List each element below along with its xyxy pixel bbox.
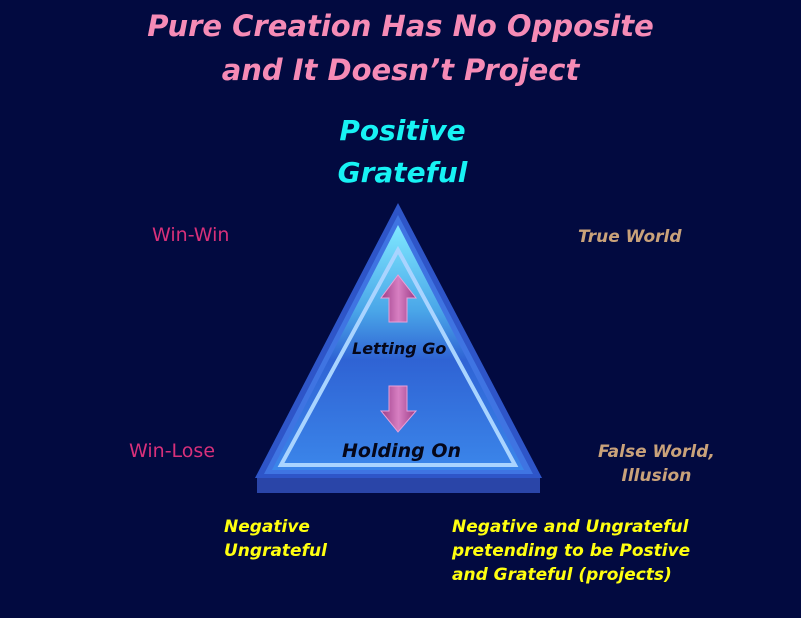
- false-world-line1: False World,: [598, 442, 715, 462]
- false-world-label: False World, Illusion: [598, 440, 715, 488]
- projects-label: Negative and Ungrateful pretending to be…: [452, 515, 690, 587]
- apex-line2: Grateful: [337, 156, 468, 189]
- title-line2: and It Doesn’t Project: [221, 53, 580, 87]
- triangle-inner: [272, 225, 524, 470]
- arrow-up-icon: [380, 274, 418, 323]
- projects-line3: and Grateful (projects): [452, 565, 672, 585]
- apex-label: Positive Grateful: [300, 110, 505, 194]
- negative-line2: Ungrateful: [224, 541, 327, 561]
- false-world-line2: Illusion: [621, 466, 692, 486]
- title: Pure Creation Has No Opposite and It Doe…: [0, 4, 801, 92]
- win-lose-label: Win-Lose: [129, 440, 216, 462]
- title-line1: Pure Creation Has No Opposite: [147, 9, 654, 43]
- letting-go-label: Letting Go: [352, 339, 447, 358]
- negative-line1: Negative: [224, 517, 310, 537]
- holding-on-label: Holding On: [342, 440, 462, 462]
- arrow-down-icon: [379, 385, 418, 433]
- apex-line1: Positive: [339, 114, 466, 147]
- triangle-base: [257, 478, 540, 493]
- projects-line1: Negative and Ungrateful: [452, 517, 689, 537]
- negative-label: Negative Ungrateful: [224, 515, 327, 563]
- true-world-label: True World: [578, 227, 682, 247]
- win-win-label: Win-Win: [152, 224, 230, 246]
- projects-line2: pretending to be Postive: [452, 541, 691, 561]
- triangle-border: [277, 245, 519, 467]
